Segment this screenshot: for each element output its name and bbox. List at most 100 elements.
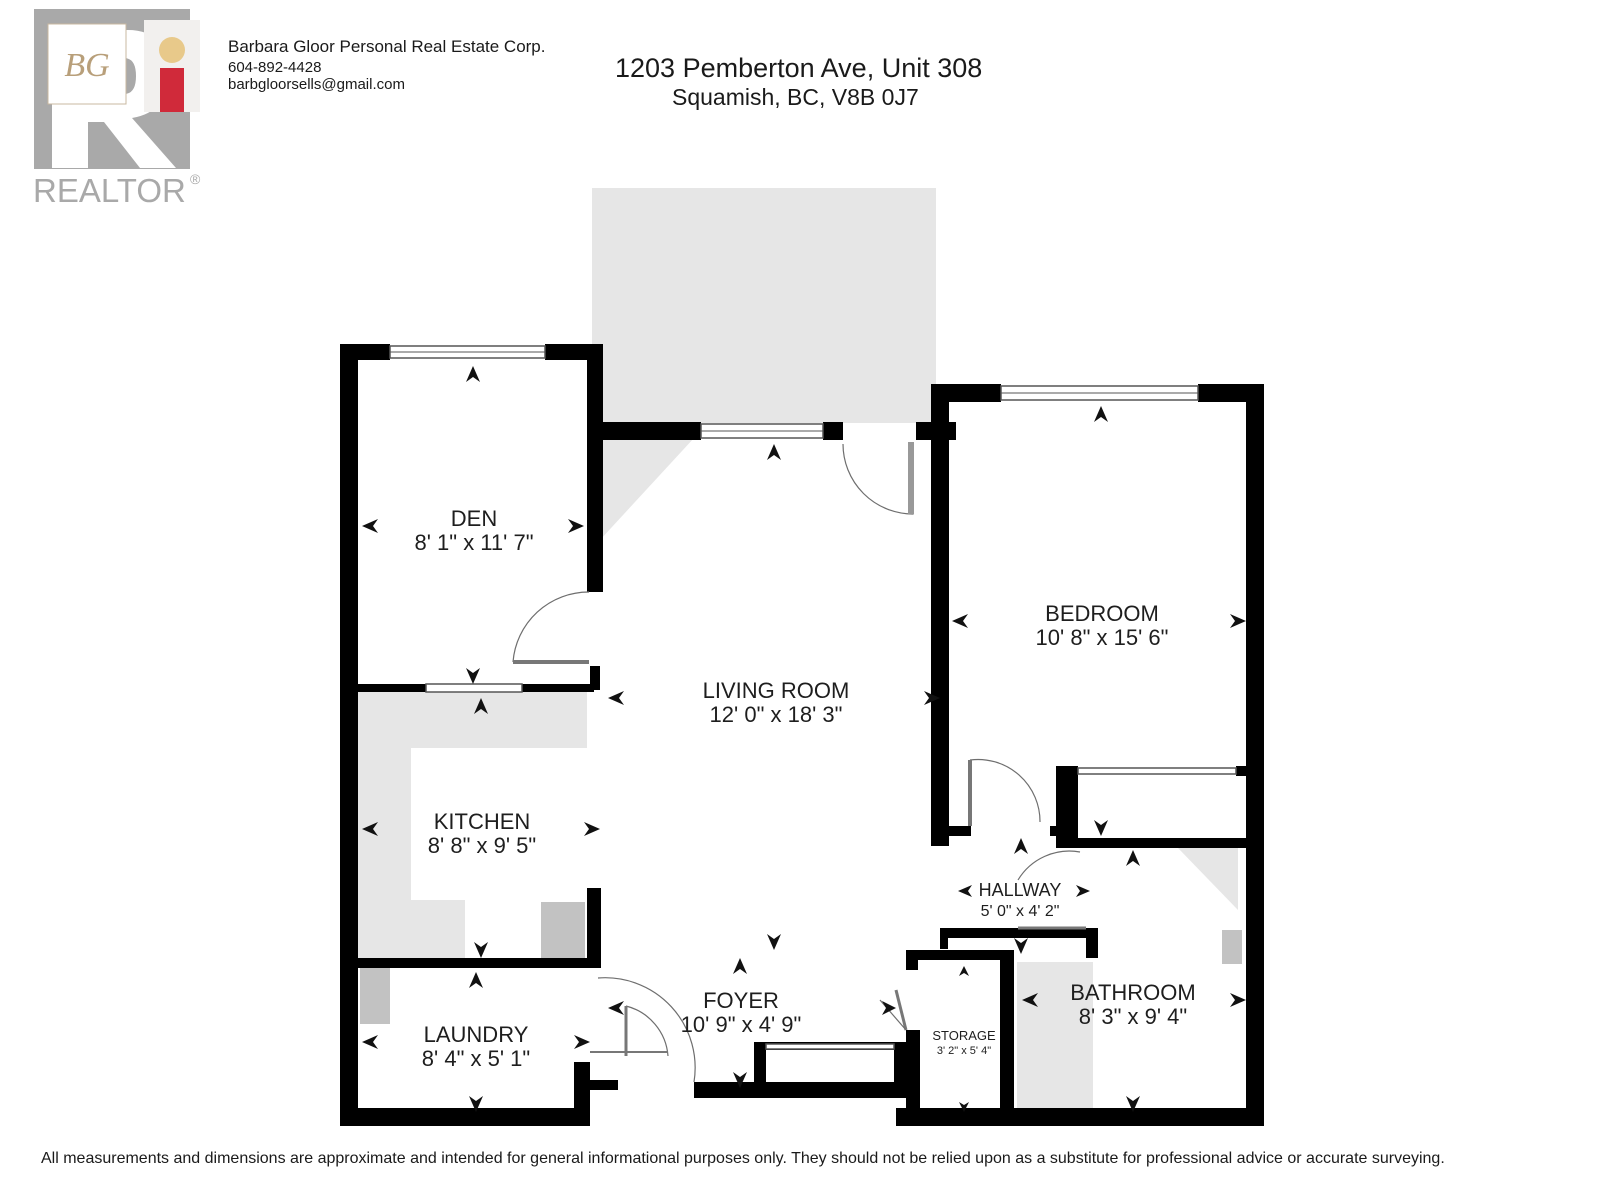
foyer-closet-slider: [765, 1043, 895, 1050]
registered-mark: ®: [190, 171, 201, 187]
wall-closet-bottom: [1056, 838, 1254, 848]
door-bed-swing: [969, 758, 1041, 823]
arrow-up: [959, 966, 969, 976]
room-dims-foyer: 10' 9" x 4' 9": [681, 1012, 802, 1037]
arrow-down: [1094, 820, 1108, 836]
room-name-bedroom: BEDROOM: [1045, 601, 1159, 626]
arrow-up: [1126, 850, 1140, 866]
bath-corner-fixture: [1178, 848, 1238, 910]
room-dims-bathroom: 8' 3" x 9' 4": [1079, 1004, 1187, 1029]
door-storage: [894, 989, 908, 1031]
arrow-up: [733, 958, 747, 974]
address-line-1: 1203 Pemberton Ave, Unit 308: [615, 53, 983, 83]
doors: [512, 442, 1086, 1083]
wall-closet-top-a: [1056, 766, 1078, 776]
room-dims-storage: 3' 2" x 5' 4": [937, 1045, 991, 1057]
room-dims-living: 12' 0" x 18' 3": [710, 702, 843, 727]
arrow-right: [584, 822, 600, 836]
room-dims-kitchen: 8' 8" x 9' 5": [428, 833, 536, 858]
arrow-up: [1014, 838, 1028, 854]
realtor-logo: BG REALTOR ®: [33, 9, 201, 209]
arrow-down: [959, 1102, 969, 1112]
room-dims-den: 8' 1" x 11' 7": [414, 530, 533, 555]
kitchen-counter: [358, 692, 587, 958]
room-dims-bedroom: 10' 8" x 15' 6": [1036, 625, 1169, 650]
laundry-machine: [360, 968, 390, 1024]
arrow-up: [767, 444, 781, 460]
wall-hall-stub-a: [949, 826, 971, 836]
wall-living-north-b: [823, 422, 843, 440]
wall-south-a: [340, 1108, 578, 1126]
agent-phone: 604-892-4428: [228, 59, 322, 76]
arrow-right: [1230, 614, 1246, 628]
arrow-up: [474, 698, 488, 714]
arrow-right: [568, 519, 584, 533]
room-name-foyer: FOYER: [703, 988, 779, 1013]
wall-south-b: [896, 1108, 1264, 1126]
arrow-right: [1076, 885, 1090, 897]
wall-closet-west: [1056, 766, 1078, 842]
room-name-bathroom: BATHROOM: [1070, 980, 1195, 1005]
arrow-left: [952, 614, 968, 628]
arrow-down: [733, 1072, 747, 1088]
arrow-up: [469, 972, 483, 988]
room-name-hallway: HALLWAY: [979, 880, 1062, 900]
arrow-left: [608, 691, 624, 705]
wall-den-east-stub: [590, 666, 600, 690]
wall-south-step: [574, 1062, 590, 1126]
address-line-2: Squamish, BC, V8B 0J7: [672, 84, 919, 110]
arrow-down: [466, 668, 480, 684]
agent-photo-body: [160, 68, 184, 112]
door-entry-swing: [597, 977, 696, 1083]
windows: [389, 345, 1237, 1050]
closet-slider: [1077, 767, 1237, 775]
wall-south-foyer: [694, 1082, 906, 1098]
wall-south-step-b: [590, 1080, 618, 1090]
dimension-arrows: [362, 366, 1246, 1112]
room-dims-laundry: 8' 4" x 5' 1": [422, 1046, 530, 1071]
wall-living-east: [931, 384, 949, 846]
arrow-left: [362, 519, 378, 533]
room-name-kitchen: KITCHEN: [434, 809, 531, 834]
wall-hall-south-stub: [1086, 928, 1098, 958]
wall-hall-south: [940, 928, 1098, 938]
monogram-text: BG: [64, 47, 109, 84]
arrow-left: [1022, 993, 1038, 1007]
wall-living-north-a: [603, 422, 701, 440]
room-labels: DEN 8' 1" x 11' 7" LIVING ROOM 12' 0" x …: [414, 506, 1195, 1071]
wall-closet-top-b: [1236, 766, 1264, 776]
wall-storage-north: [906, 950, 1000, 960]
wall-den-south-b: [522, 684, 594, 692]
door-den-swing: [512, 591, 590, 663]
agent-name: Barbara Gloor Personal Real Estate Corp.: [228, 37, 546, 56]
wall-laundry-north: [358, 958, 601, 968]
arrow-right: [574, 1035, 590, 1049]
bath-tub: [1017, 962, 1093, 1110]
living-corner-fixture: [600, 438, 694, 540]
wall-closet-foyer-w: [754, 1042, 766, 1096]
door-balcony-swing: [842, 442, 914, 515]
wall-west: [340, 344, 358, 1126]
agent-photo-head: [159, 37, 185, 63]
disclaimer: All measurements and dimensions are appr…: [41, 1150, 1445, 1167]
arrow-down: [474, 942, 488, 958]
room-name-laundry: LAUNDRY: [424, 1022, 529, 1047]
door-laundry-swing: [625, 1005, 669, 1057]
room-name-storage: STORAGE: [932, 1028, 996, 1043]
door-balcony: [908, 442, 914, 514]
arrow-up: [466, 366, 480, 382]
arrow-left: [958, 885, 972, 897]
agent-email[interactable]: barbgloorsells@gmail.com: [228, 76, 405, 93]
arrow-right: [1230, 993, 1246, 1007]
window-pass: [425, 683, 523, 693]
arrow-down: [469, 1096, 483, 1112]
toilet: [1222, 930, 1242, 964]
arrow-down: [1126, 1096, 1140, 1112]
fridge: [541, 902, 585, 958]
room-name-living: LIVING ROOM: [703, 678, 850, 703]
wall-stub-c: [940, 935, 948, 949]
wall-den-south-a: [358, 684, 426, 692]
wall-kitchen-east: [587, 888, 601, 966]
wall-storage-east: [1000, 950, 1014, 1118]
